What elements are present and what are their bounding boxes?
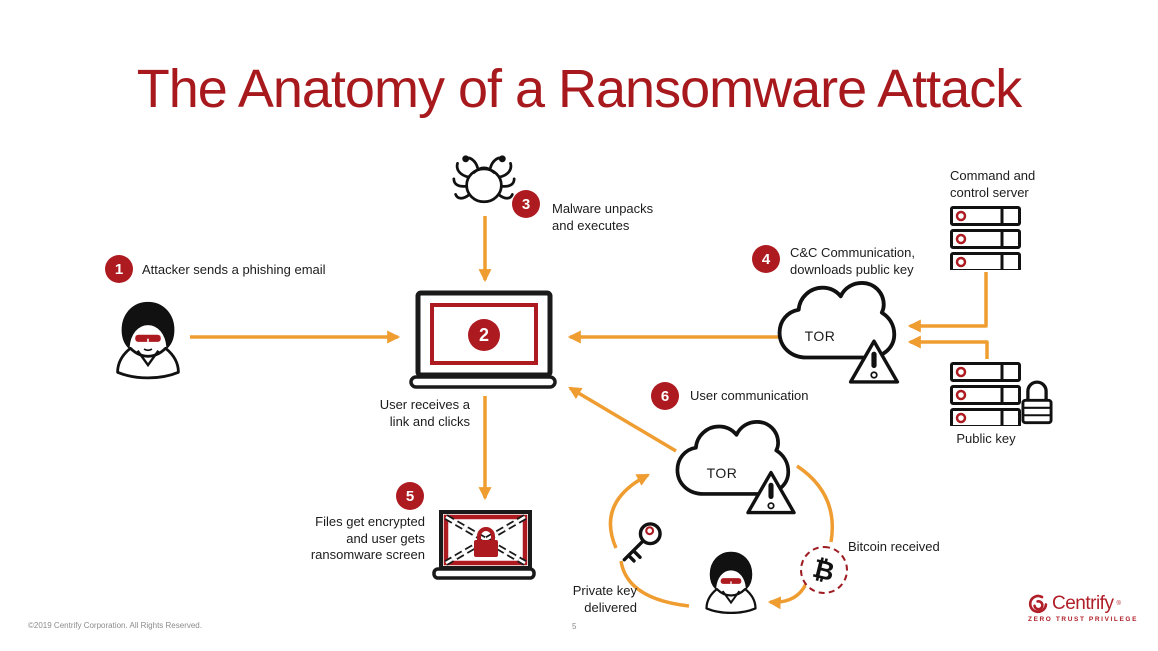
logo-tagline: ZERO TRUST PRIVILEGE (1028, 616, 1139, 623)
label-bitcoin-received: Bitcoin received (848, 539, 940, 554)
step-label-3: Malware unpacks and executes (552, 201, 654, 233)
arc-bitcoin-to-attacker (767, 583, 808, 610)
laptop-base (409, 375, 557, 389)
label-tor-lower: TOR (706, 465, 738, 481)
collar-shape (136, 349, 160, 368)
private-key-icon (622, 522, 662, 563)
arc-key-to-tor (608, 473, 650, 549)
logo-name: Centrify (1052, 593, 1114, 614)
hood-shape (121, 301, 175, 349)
page-number: 5 (572, 622, 577, 631)
label-public-key: Public key (956, 431, 1016, 446)
arrow-cnc-to-tor (907, 272, 988, 333)
cnc-server-icon (950, 206, 1021, 270)
ransom-laptop-base (432, 567, 536, 580)
step-number-2: 2 (478, 324, 489, 345)
step-label-5: Files get encrypted and user gets ransom… (310, 514, 425, 562)
step-number-6: 6 (660, 387, 670, 405)
label-tor-upper: TOR (804, 328, 836, 344)
tor-cloud-lower-icon (675, 420, 791, 496)
attacker-icon (116, 301, 180, 380)
red-padlock-icon (474, 527, 498, 557)
arrow-tor2-to-laptop (568, 386, 677, 453)
arrow-publickey-to-tor (907, 335, 989, 359)
centrify-logo: Centrify ® ZERO TRUST PRIVILEGE (1028, 593, 1138, 623)
ransomware-laptop-icon (432, 510, 536, 580)
label-command-server: Command and control server (950, 168, 1036, 200)
centrify-logo-mark-icon (1028, 594, 1048, 613)
arc-attacker-to-key (619, 560, 690, 608)
label-private-key: Private key delivered (572, 583, 637, 615)
step-badge-1: 1 (105, 255, 133, 283)
slide-title: The Anatomy of a Ransomware Attack (136, 59, 1022, 119)
step-badge-2: 2 (468, 319, 500, 351)
attacker-icon-2 (705, 551, 757, 614)
padlock-icon (1021, 380, 1053, 425)
step-number-1: 1 (114, 260, 124, 278)
bitcoin-symbol: ₿ (810, 552, 839, 587)
public-key-server-icon (950, 362, 1021, 426)
step-number-3: 3 (521, 195, 531, 213)
step-number-4: 4 (761, 250, 771, 268)
footer-copyright: ©2019 Centrify Corporation. All Rights R… (28, 621, 202, 630)
bitcoin-icon: ₿ (800, 546, 848, 594)
step-badge-3: 3 (512, 190, 540, 218)
sunglasses-bridge (147, 338, 149, 342)
step-label-1: Attacker sends a phishing email (142, 262, 326, 277)
step-badge-4: 4 (752, 245, 780, 273)
warning-triangle-icon (848, 339, 900, 384)
arc-tor-to-bitcoin (796, 464, 834, 543)
step-badge-6: 6 (651, 382, 679, 410)
step-badge-5: 5 (396, 482, 424, 510)
step-label-6: User communication (690, 388, 809, 403)
step-number-5: 5 (405, 487, 415, 505)
malware-bug-icon (452, 155, 516, 204)
step-label-4: C&C Communication, downloads public key (790, 245, 915, 277)
warning-triangle-icon-2 (746, 470, 796, 515)
tor-cloud-upper-icon (777, 281, 897, 360)
label-user-receives: User receives a link and clicks (379, 397, 470, 429)
mouth-line (143, 348, 153, 352)
chains-shape (444, 514, 527, 566)
logo-registered-mark: ® (1116, 601, 1121, 607)
sunglasses-shape (135, 334, 161, 342)
